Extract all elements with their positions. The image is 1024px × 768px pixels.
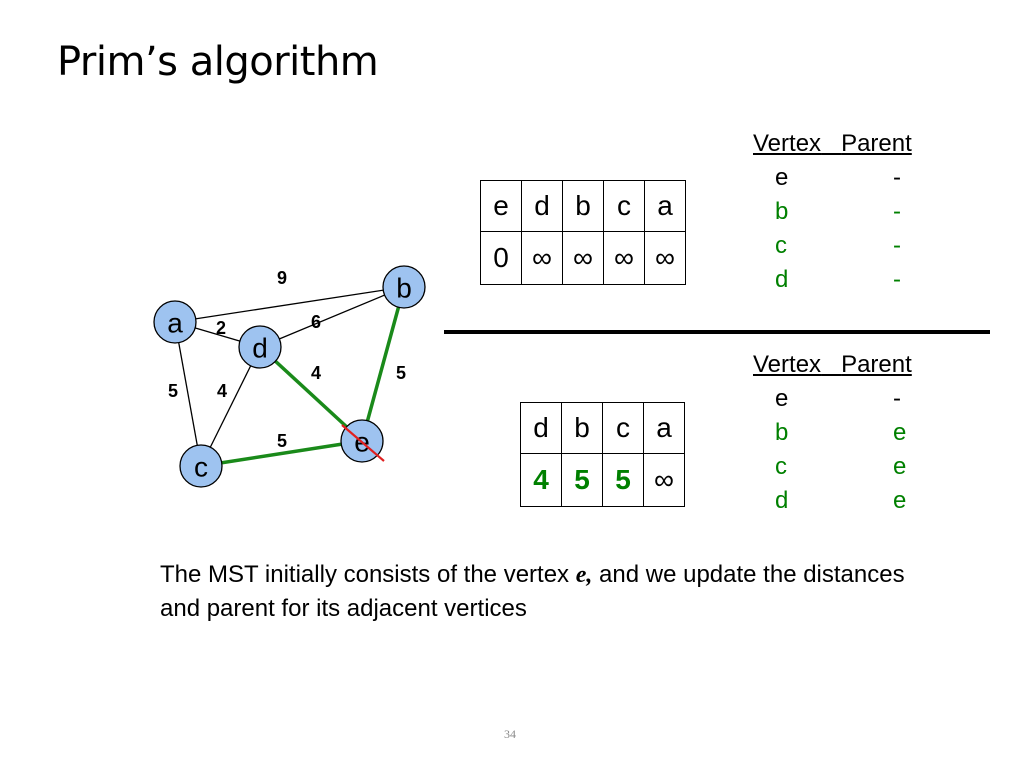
pq-distance-cell: ∞ — [643, 453, 685, 507]
edge-d-b — [259, 286, 405, 348]
page-number: 34 — [504, 727, 516, 741]
row-parent: e — [893, 453, 907, 480]
pq-distance-cell: ∞ — [521, 231, 563, 285]
header-vertex: Vertex — [753, 351, 822, 378]
row-vertex: b — [775, 419, 789, 446]
pq-distance-cell: ∞ — [562, 231, 604, 285]
row-vertex: e — [775, 385, 789, 412]
edge-weight-a-b: 9 — [277, 268, 287, 288]
edge-weight-a-d: 2 — [216, 318, 226, 338]
pq-distance-cell: ∞ — [644, 231, 686, 285]
pq-vertex-cell: c — [602, 402, 644, 454]
pq-distance-cell: 5 — [602, 453, 644, 507]
row-parent: e — [893, 419, 907, 446]
header-gap — [821, 351, 841, 378]
caption-before: The MST initially consists of the vertex — [160, 561, 576, 588]
pq-vertex-cell: a — [644, 180, 686, 232]
removed-vertex-strike — [341, 424, 385, 462]
vertex-parent-row: e- — [753, 382, 912, 416]
vertex-d-label: d — [252, 333, 268, 364]
row-parent: - — [893, 198, 901, 225]
pq-vertex-cell: b — [561, 402, 603, 454]
edge-a-b — [174, 286, 405, 323]
vertex-b-node — [382, 265, 426, 309]
edge-d-c — [200, 346, 261, 467]
edge-weight-a-c: 5 — [168, 381, 178, 401]
edge-b-e — [360, 286, 406, 442]
vertex-parent-row: d- — [753, 263, 912, 297]
row-vertex: c — [775, 453, 787, 480]
divider-line — [444, 330, 990, 334]
pq-distance-cell: 4 — [520, 453, 562, 507]
row-vertex: c — [775, 232, 787, 259]
row-vertex: b — [775, 198, 789, 225]
vertex-parent-header: Vertex Parent — [753, 127, 912, 161]
pq-vertex-cell: d — [520, 402, 562, 454]
vertex-b-label: b — [396, 273, 412, 304]
edge-weight-b-e: 5 — [396, 363, 406, 383]
edge-c-e — [200, 439, 363, 468]
row-parent: - — [893, 164, 901, 191]
row-vertex: e — [775, 164, 789, 191]
row-parent: - — [893, 385, 901, 412]
row-vertex: d — [775, 266, 789, 293]
edge-weight-d-c: 4 — [217, 381, 227, 401]
header-parent: Parent — [841, 351, 912, 378]
pq-vertex-cell: b — [562, 180, 604, 232]
row-vertex: d — [775, 487, 789, 514]
caption-text: The MST initially consists of the vertex… — [160, 558, 920, 626]
edge-d-e — [258, 345, 364, 443]
caption-after: and we update the distances and parent f… — [160, 561, 905, 622]
row-parent: - — [893, 232, 901, 259]
row-parent: e — [893, 487, 907, 514]
row-parent: - — [893, 266, 901, 293]
vertex-parent-row: b- — [753, 195, 912, 229]
vertex-parent-row: c- — [753, 229, 912, 263]
vertex-parent-header: Vertex Parent — [753, 348, 912, 382]
vertex-c-label: c — [194, 452, 208, 483]
header-gap — [821, 130, 841, 157]
slide-title: Prim’s algorithm — [57, 39, 379, 85]
pq-vertex-cell: d — [521, 180, 563, 232]
pq-vertex-cell: a — [643, 402, 685, 454]
pq-distance-cell: 0 — [480, 231, 522, 285]
pq-vertex-cell: e — [480, 180, 522, 232]
caption-variable: e, — [575, 562, 593, 588]
edge-a-c — [174, 321, 202, 467]
pq-distance-cell: ∞ — [603, 231, 645, 285]
header-parent: Parent — [841, 130, 912, 157]
vertex-a-label: a — [167, 308, 183, 339]
pq-vertex-cell: c — [603, 180, 645, 232]
edge-weight-d-e: 4 — [311, 363, 321, 383]
edge-weight-d-b: 6 — [311, 312, 321, 332]
edge-weight-c-e: 5 — [277, 431, 287, 451]
header-vertex: Vertex — [753, 130, 822, 157]
vertex-parent-row: e- — [753, 161, 912, 195]
vertex-c-node — [179, 444, 223, 488]
vertex-d-node — [238, 325, 282, 369]
vertex-a-node — [153, 300, 197, 344]
pq-distance-cell: 5 — [561, 453, 603, 507]
